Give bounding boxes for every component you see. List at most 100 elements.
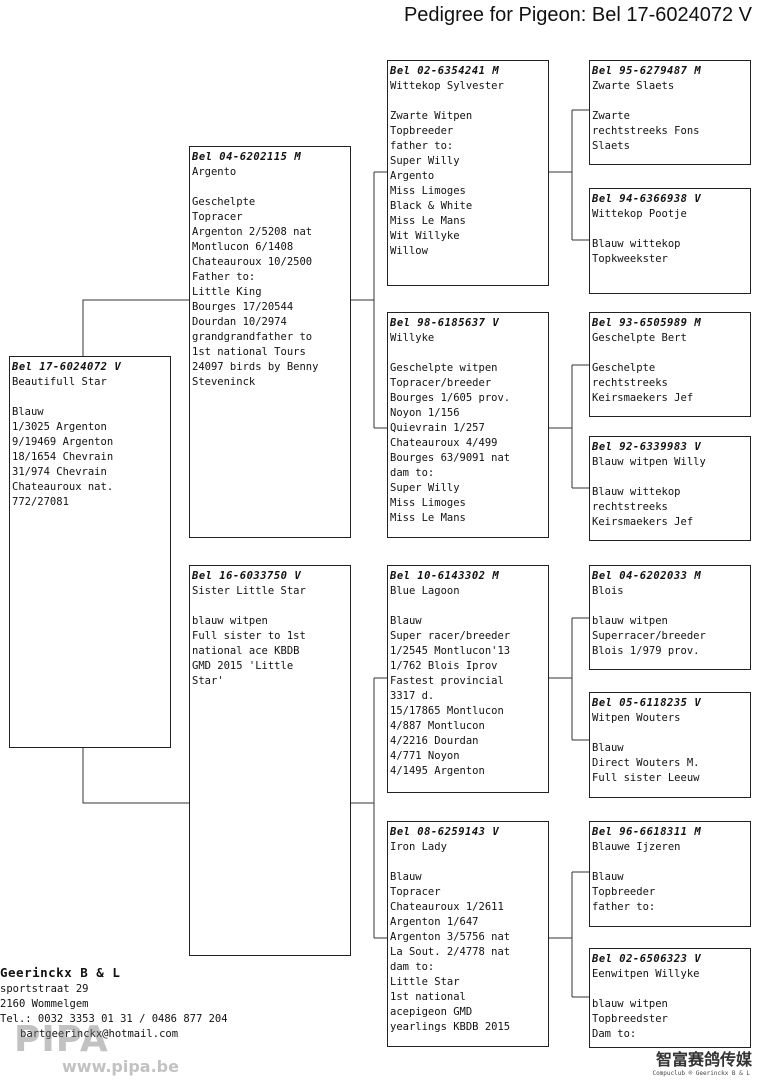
pedigree-line: Super racer/breeder [390, 630, 511, 642]
pedigree-line: Argento [390, 170, 435, 182]
pipa-site-text: www.pipa.be [62, 1057, 179, 1076]
pedigree-line: rechtstreeks [592, 377, 668, 389]
pedigree-line: 15/17865 Montlucon [390, 705, 504, 717]
pipa-watermark: PIPA www.pipa.be [14, 1022, 179, 1076]
pedigree-line: Blauw [592, 871, 624, 883]
pedigree-line: Bourges 17/20544 [192, 301, 294, 313]
pedigree-line: Bourges 63/9091 nat [390, 452, 511, 464]
pedigree-line: rechtstreeks [592, 501, 668, 513]
pedigree-line: Steveninck [192, 376, 256, 388]
pedigree-line: Black & White [390, 200, 473, 212]
ring-number: Bel 16-6033750 V [192, 570, 302, 582]
pigeon-name: Blauwe Ijzeren [592, 841, 681, 853]
spacer [592, 599, 748, 614]
pedigree-line: Little Star [390, 976, 460, 988]
spacer [592, 222, 748, 237]
pedigree-line: La Sout. 2/4778 nat [390, 946, 511, 958]
pedigree-line: Dourdan 10/2974 [192, 316, 287, 328]
spacer [390, 346, 546, 361]
pedigree-line: Wit Willyke [390, 230, 460, 242]
pedigree-line: Fastest provincial [390, 675, 504, 687]
media-watermark: 智富赛鸽传媒 [655, 1050, 752, 1069]
pedigree-line: Star' [192, 675, 224, 687]
pigeon-name: Blue Lagoon [390, 585, 460, 597]
ring-number: Bel 02-6354241 M [390, 65, 500, 77]
spacer [390, 599, 546, 614]
pedigree-line: Argenton 1/647 [390, 916, 479, 928]
pigeon-name: Argento [192, 166, 237, 178]
pedigree-line: Direct Wouters M. [592, 757, 700, 769]
ring-number: Bel 04-6202115 M [192, 151, 302, 163]
pedigree-line: Willow [390, 245, 428, 257]
spacer [592, 855, 748, 870]
ring-number: Bel 08-6259143 V [390, 826, 500, 838]
pedigree-line: Superracer/breeder [592, 630, 706, 642]
breeder-email: bartgeerinckx@hotmail.com [20, 1028, 179, 1040]
ring-number: Bel 95-6279487 M [592, 65, 702, 77]
pedigree-line: Geschelpte [592, 362, 656, 374]
pedigree-line: 18/1654 Chevrain [12, 451, 114, 463]
pedigree-line: Little King [192, 286, 262, 298]
pedigree-line: Father to: [192, 271, 256, 283]
pedigree-line: 3317 d. [390, 690, 435, 702]
pedigree-line: 31/974 Chevrain [12, 466, 107, 478]
pigeon-name: Willyke [390, 332, 435, 344]
pedigree-line: Blauw [390, 871, 422, 883]
pedigree-line: Full sister Leeuw [592, 772, 700, 784]
pedigree-line: Super Willy [390, 482, 460, 494]
pedigree-line: Blauw wittekop [592, 486, 681, 498]
pedigree-line: Chateauroux 10/2500 [192, 256, 313, 268]
pedigree-line: 4/2216 Dourdan [390, 735, 479, 747]
pedigree-line: yearlings KBDB 2015 [390, 1021, 511, 1033]
pedigree-line: blauw witpen [592, 615, 668, 627]
pedigree-line: Chateauroux 4/499 [390, 437, 498, 449]
pedigree-line: Geschelpte witpen [390, 362, 498, 374]
pedigree-line: Noyon 1/156 [390, 407, 460, 419]
pedigree-line: Topkweekster [592, 253, 668, 265]
pedigree-line: GMD 2015 'Little [192, 660, 294, 672]
pedigree-line: Super Willy [390, 155, 460, 167]
compuclub-footer: Compuclub ® Geerinckx B & L [652, 1070, 750, 1077]
spacer [192, 180, 348, 195]
pedigree-line: Argenton 2/5208 nat [192, 226, 313, 238]
breeder-phone: Tel.: 0032 3353 01 31 / 0486 877 204 [0, 1013, 228, 1025]
ring-number: Bel 92-6339983 V [592, 441, 702, 453]
breeder-info: Geerinckx B & L sportstraat 29 2160 Womm… [0, 964, 228, 1042]
pedigree-line: blauw witpen [592, 998, 668, 1010]
pedigree-line: 4/887 Montlucon [390, 720, 485, 732]
spacer [390, 855, 546, 870]
pedigree-line: Topbreeder [592, 886, 656, 898]
pedigree-line: Dam to: [592, 1028, 637, 1040]
ring-number: Bel 94-6366938 V [592, 193, 702, 205]
pedigree-line: Blauw [12, 406, 44, 418]
breeder-name: Geerinckx B & L [0, 965, 121, 980]
pedigree-line: dam to: [390, 961, 435, 973]
pigeon-name: Eenwitpen Willyke [592, 968, 700, 980]
pigeon-name: Wittekop Sylvester [390, 80, 504, 92]
pedigree-line: Topbreedster [592, 1013, 668, 1025]
pedigree-line: Miss Le Mans [390, 215, 466, 227]
pedigree-line: Miss Limoges [390, 497, 466, 509]
pedigree-line: Geschelpte [192, 196, 256, 208]
pigeon-name: Sister Little Star [192, 585, 306, 597]
pedigree-line: acepigeon GMD [390, 1006, 473, 1018]
pigeon-name: Geschelpte Bert [592, 332, 687, 344]
ring-number: Bel 10-6143302 M [390, 570, 500, 582]
pedigree-line: 9/19469 Argenton [12, 436, 114, 448]
pedigree-line: Chateauroux nat. [12, 481, 114, 493]
ring-number: Bel 98-6185637 V [390, 317, 500, 329]
ring-number: Bel 02-6506323 V [592, 953, 702, 965]
spacer [12, 390, 168, 405]
pedigree-line: Full sister to 1st [192, 630, 306, 642]
pedigree-line: 24097 birds by Benny [192, 361, 319, 373]
pedigree-line: 1/2545 Montlucon'13 [390, 645, 511, 657]
